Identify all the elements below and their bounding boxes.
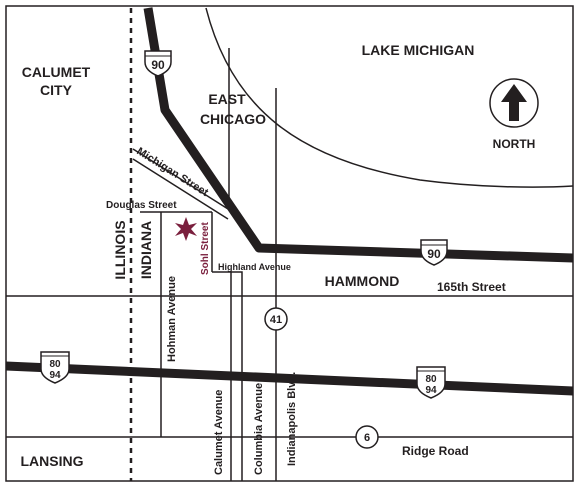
us41-shield: 41 <box>264 307 288 331</box>
label-calumet-avenue: Calumet Avenue <box>213 390 225 475</box>
label-calumet: CALUMET <box>22 64 91 80</box>
label-165th-street: 165th Street <box>437 280 506 294</box>
i90-shield-right: 90 <box>420 239 448 266</box>
label-indiana: INDIANA <box>138 221 154 279</box>
road-michigan-street-a <box>132 148 229 210</box>
label-chicago: CHICAGO <box>200 111 266 127</box>
us41-number: 41 <box>270 314 282 326</box>
i80-left-number: 80 <box>49 359 61 370</box>
label-sohl-street: Sohl Street <box>200 222 211 275</box>
label-city: CITY <box>40 82 73 98</box>
map-frame <box>5 5 574 482</box>
lake-shoreline <box>205 7 574 188</box>
interstate-80-94 <box>5 361 574 396</box>
i94-left-number: 94 <box>49 370 61 381</box>
label-illinois: ILLINOIS <box>112 220 128 279</box>
label-ridge-road: Ridge Road <box>402 444 469 458</box>
i90-shield-top: 90 <box>144 50 172 77</box>
label-east: EAST <box>208 91 246 107</box>
i80-94-shield-left: 80 94 <box>40 351 70 384</box>
label-douglas-street: Douglas Street <box>106 200 177 211</box>
label-columbia-avenue: Columbia Avenue <box>253 383 265 475</box>
road-highland-avenue <box>231 271 243 481</box>
i80-right-number: 80 <box>425 374 437 385</box>
label-hohman-avenue: Hohman Avenue <box>166 276 178 362</box>
label-indianapolis-blvd: Indianapolis Blvd. <box>286 372 298 466</box>
north-label: NORTH <box>493 137 536 151</box>
us6-number: 6 <box>364 432 370 444</box>
label-lake-michigan: LAKE MICHIGAN <box>362 42 475 58</box>
label-hammond: HAMMOND <box>325 273 400 289</box>
i94-right-number: 94 <box>425 385 437 396</box>
i80-94-shield-right: 80 94 <box>416 366 446 399</box>
label-lansing: LANSING <box>21 453 84 469</box>
road-michigan-street-b <box>132 158 229 220</box>
star-marker-icon <box>175 217 197 241</box>
us6-shield: 6 <box>355 425 379 449</box>
i90-right-number: 90 <box>427 247 441 261</box>
north-arrow-icon <box>489 78 539 128</box>
i90-top-number: 90 <box>151 58 165 72</box>
label-highland-avenue: Highland Avenue <box>218 262 291 272</box>
